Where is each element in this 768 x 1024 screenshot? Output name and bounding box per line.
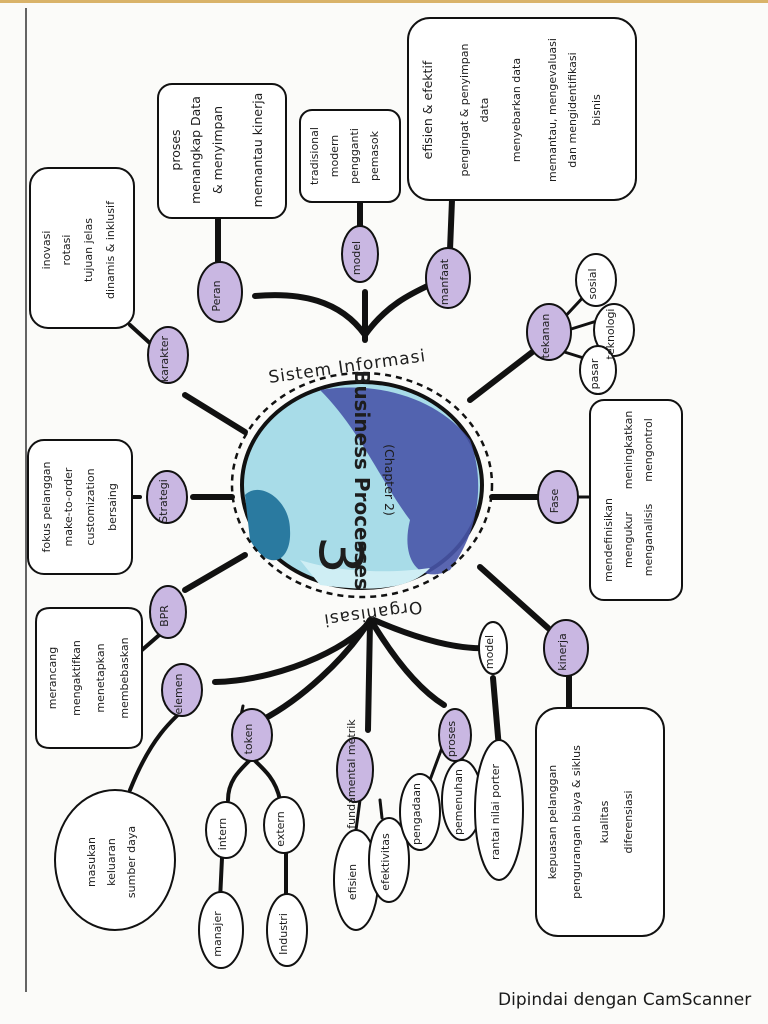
- svg-text:tradisional: tradisional: [308, 127, 321, 185]
- nodes: [146, 225, 589, 803]
- svg-text:pemenuhan: pemenuhan: [452, 769, 465, 835]
- svg-text:memantau, mengevaluasi: memantau, mengevaluasi: [546, 38, 559, 182]
- svg-text:manajer: manajer: [211, 911, 224, 957]
- node-bpr: [149, 585, 187, 639]
- svg-text:pengurangan biaya & siklus: pengurangan biaya & siklus: [570, 745, 583, 899]
- svg-text:mengukur: mengukur: [622, 512, 635, 568]
- box-karakter: [29, 167, 135, 329]
- label-token: token: [242, 724, 255, 755]
- node-fundamental: [336, 737, 374, 803]
- label-tekanan: tekanan: [539, 314, 552, 359]
- label-peran: Peran: [210, 280, 223, 311]
- svg-text:bisnis: bisnis: [590, 94, 603, 126]
- svg-text:meningkatkan: meningkatkan: [622, 411, 635, 490]
- box-model-top: [299, 109, 401, 203]
- label-fase: Fase: [548, 488, 561, 513]
- svg-text:mengaktifkan: mengaktifkan: [70, 640, 83, 716]
- svg-text:membebaskan: membebaskan: [118, 637, 131, 718]
- node-model-top: [341, 225, 379, 283]
- svg-text:mengontrol: mengontrol: [642, 418, 655, 482]
- svg-text:extern: extern: [274, 811, 287, 846]
- svg-text:bersaing: bersaing: [106, 483, 119, 531]
- labels: Sistem Informasi Organisasi Business Pro…: [40, 38, 655, 957]
- node-kinerja: [543, 619, 589, 677]
- svg-text:pengganti: pengganti: [348, 128, 361, 184]
- svg-text:kepuasan pelanggan: kepuasan pelanggan: [546, 765, 559, 880]
- box-manfaat: [407, 17, 637, 201]
- page-edge: [0, 0, 768, 3]
- svg-text:pasar: pasar: [588, 358, 601, 389]
- label-proses: proses: [445, 721, 458, 757]
- node-elemen: [161, 663, 203, 717]
- svg-text:kualitas: kualitas: [598, 800, 611, 843]
- sub-nodes: [54, 253, 635, 969]
- svg-text:pengadaan: pengadaan: [410, 783, 423, 845]
- svg-text:data: data: [478, 98, 491, 123]
- svg-text:modern: modern: [328, 135, 341, 178]
- scanner-watermark: Dipindai dengan CamScanner: [498, 990, 752, 1010]
- box-fase: [589, 399, 683, 601]
- center-sub: (Chapter 2): [382, 444, 397, 516]
- label-model-bot: model: [483, 635, 496, 669]
- svg-text:sumber daya: sumber daya: [125, 826, 138, 898]
- node-model-bot: [478, 621, 508, 675]
- svg-text:merancang: merancang: [46, 647, 59, 709]
- svg-text:rantai nilai porter: rantai nilai porter: [489, 763, 502, 860]
- svg-text:& menyimpan: & menyimpan: [210, 106, 225, 194]
- svg-text:memantau kinerja: memantau kinerja: [250, 93, 265, 208]
- svg-text:efektivitas: efektivitas: [379, 833, 392, 891]
- svg-text:mendefinisikan: mendefinisikan: [602, 498, 615, 582]
- svg-text:sosial: sosial: [586, 268, 599, 299]
- svg-text:intern: intern: [216, 818, 229, 850]
- label-fundamental: fundamental metrik: [345, 719, 358, 829]
- svg-text:menetapkan: menetapkan: [94, 643, 107, 712]
- svg-text:fokus pelanggan: fokus pelanggan: [40, 461, 53, 552]
- label-manfaat: manfaat: [438, 258, 451, 305]
- node-peran: [197, 261, 243, 323]
- label-strategi: Strategi: [157, 479, 170, 523]
- node-manfaat: [425, 247, 471, 309]
- svg-text:pengingat & penyimpan: pengingat & penyimpan: [458, 43, 471, 176]
- svg-text:teknologi: teknologi: [604, 309, 617, 360]
- label-model-top: model: [350, 241, 363, 275]
- box-peran: [157, 83, 287, 219]
- svg-text:dan mengidentifikasi: dan mengidentifikasi: [566, 52, 579, 167]
- svg-text:keluaran: keluaran: [105, 838, 118, 886]
- svg-text:make-to-order: make-to-order: [62, 467, 75, 546]
- svg-text:masukan: masukan: [85, 837, 98, 887]
- svg-text:efisien & efektif: efisien & efektif: [420, 60, 435, 159]
- node-token: [231, 708, 273, 762]
- label-karakter: karakter: [158, 335, 171, 382]
- svg-text:dinamis & inklusif: dinamis & inklusif: [104, 200, 117, 299]
- box-strategi: [27, 439, 133, 575]
- label-elemen: elemen: [172, 673, 185, 714]
- box-kinerja: [535, 707, 665, 937]
- center-glyph: 3: [305, 536, 375, 574]
- label-kinerja: kinerja: [556, 633, 569, 671]
- svg-text:inovasi: inovasi: [40, 231, 53, 270]
- svg-text:diferensiasi: diferensiasi: [622, 790, 635, 853]
- node-fase: [537, 470, 579, 524]
- svg-text:rotasi: rotasi: [60, 235, 73, 266]
- svg-text:menganalisis: menganalisis: [642, 503, 655, 576]
- svg-text:Industri: Industri: [277, 913, 290, 955]
- svg-text:menangkap Data: menangkap Data: [188, 96, 203, 204]
- node-strategi: [146, 470, 188, 524]
- label-bpr: BPR: [158, 605, 171, 627]
- globe: [230, 371, 494, 599]
- node-karakter: [147, 326, 189, 384]
- svg-text:tujuan jelas: tujuan jelas: [82, 218, 95, 282]
- svg-text:proses: proses: [168, 129, 183, 170]
- svg-text:pemasok: pemasok: [368, 130, 381, 181]
- node-tekanan: [526, 303, 572, 361]
- box-bpr: [35, 607, 143, 749]
- center-main: Business Processes: [350, 370, 374, 590]
- text-boxes: [27, 17, 683, 937]
- svg-text:customization: customization: [84, 468, 97, 545]
- svg-text:efisien: efisien: [346, 864, 359, 900]
- node-proses: [438, 708, 472, 762]
- svg-text:menyebarkan data: menyebarkan data: [510, 58, 523, 162]
